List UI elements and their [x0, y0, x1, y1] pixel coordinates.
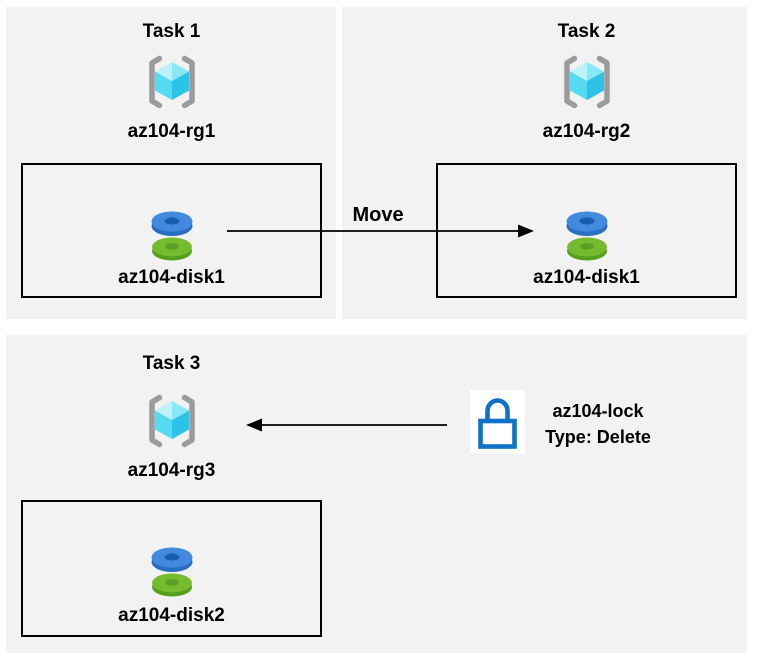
- resource-group-label: az104-rg2: [542, 121, 631, 142]
- disk-label: az104-disk2: [118, 605, 225, 626]
- resource-group-icon: [148, 55, 195, 109]
- task-title: Task 1: [142, 21, 201, 42]
- task-3-column: Task 3 az104-rg3 az104-disk: [21, 335, 322, 637]
- resource-box: az104-disk2: [21, 500, 322, 637]
- task-1-column: Task 1 az104-rg1 az104-disk: [21, 7, 322, 298]
- lock-caption: az104-lock Type: Delete: [527, 398, 669, 450]
- disk-icon: [566, 211, 607, 261]
- resource-group-icon: [148, 394, 195, 448]
- task-title: Task 2: [557, 21, 616, 42]
- resource-group-label: az104-rg1: [127, 121, 216, 142]
- resource-group-label: az104-rg3: [127, 460, 216, 481]
- task-title: Task 3: [142, 353, 201, 374]
- resource-group-icon: [563, 55, 610, 109]
- disk-label: az104-disk1: [118, 267, 225, 288]
- move-arrow-label: Move: [352, 204, 404, 226]
- disk-label: az104-disk1: [533, 267, 640, 288]
- lock-name: az104-lock: [552, 401, 644, 421]
- disk-icon: [151, 547, 192, 597]
- task-2-column: Task 2 az104-rg2 az104-disk: [436, 7, 737, 298]
- task-2-panel: Task 2 az104-rg2 az104-disk: [342, 7, 747, 319]
- resource-box: az104-disk1: [436, 163, 737, 298]
- resource-box: az104-disk1: [21, 163, 322, 298]
- task-1-panel: Task 1 az104-rg1 az104-disk: [6, 7, 336, 319]
- lock-type: Type: Delete: [545, 427, 651, 447]
- disk-icon: [151, 211, 192, 261]
- lock-icon: [470, 390, 525, 454]
- task-3-panel: Task 3 az104-rg3 az104-disk: [6, 335, 747, 653]
